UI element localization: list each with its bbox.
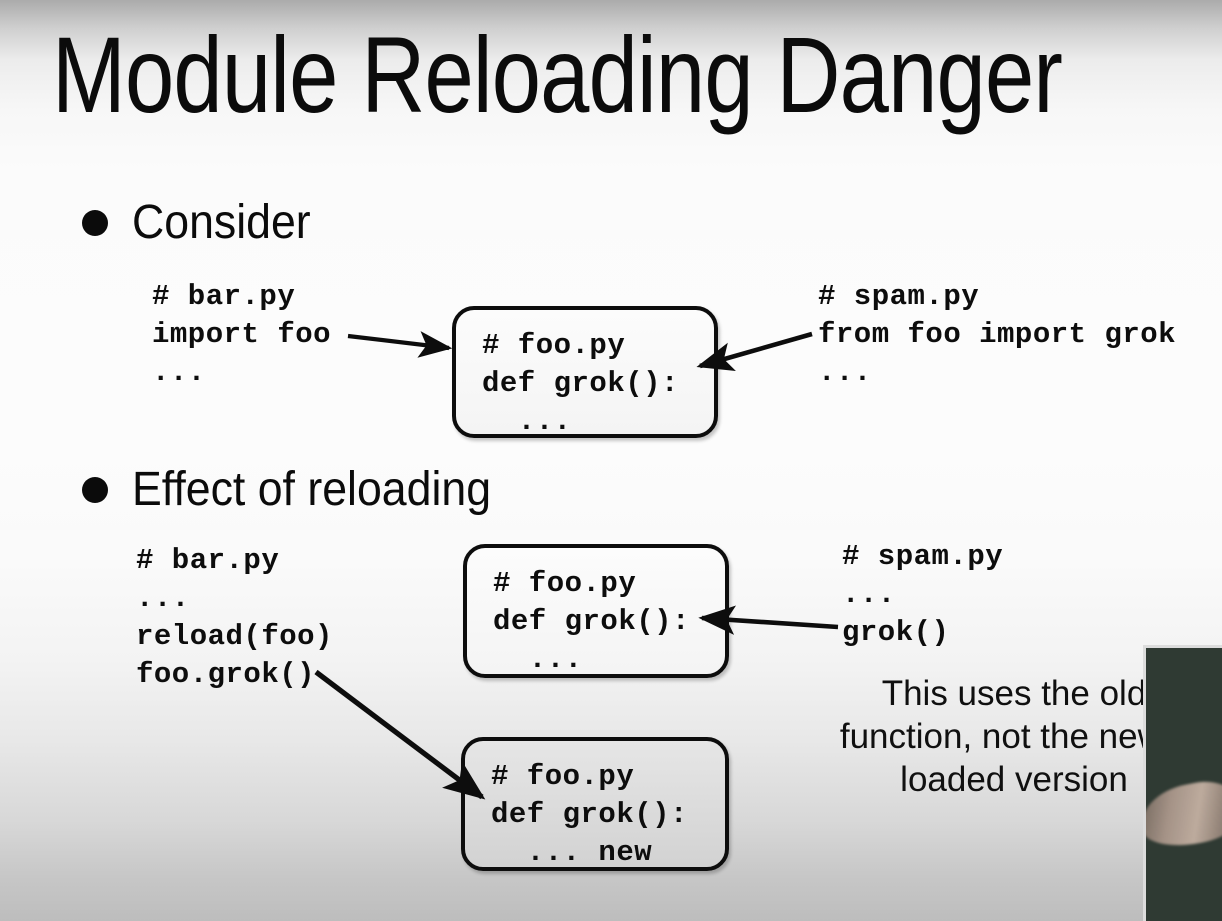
bullet-dot-icon	[82, 210, 108, 236]
bullet-item-effect-of-reloading: Effect of reloading	[82, 465, 518, 515]
presenter-hand	[1146, 774, 1222, 854]
arrow-bar-to-foo-icon	[347, 331, 453, 358]
code-bar-py-reload: # bar.py ... reload(foo) foo.grok()	[136, 544, 333, 691]
bullet-dot-icon	[82, 477, 108, 503]
presenter-video-overlay	[1143, 645, 1222, 921]
code-foo-py-old: # foo.py def grok(): ...	[493, 567, 690, 676]
code-foo-py-new: # foo.py def grok(): ... new	[491, 760, 688, 869]
page-title: Module Reloading Danger	[52, 14, 1063, 135]
code-foo-py-original: # foo.py def grok(): ...	[482, 329, 679, 438]
bullet-label-consider: Consider	[132, 196, 311, 249]
code-box-foo-py-old: # foo.py def grok(): ...	[463, 544, 729, 678]
code-spam-py-consider: # spam.py from foo import grok ...	[818, 280, 1177, 389]
bullet-label-effect-of-reloading: Effect of reloading	[132, 463, 492, 516]
code-bar-py-consider: # bar.py import foo ...	[152, 280, 332, 389]
arrow-foogrok-to-foo-new-icon	[314, 669, 486, 800]
code-box-foo-py-original: # foo.py def grok(): ...	[452, 306, 718, 438]
code-box-foo-py-new: # foo.py def grok(): ... new	[461, 737, 729, 871]
code-spam-py-reload: # spam.py ... grok()	[842, 540, 1004, 649]
bullet-item-consider: Consider	[82, 198, 324, 248]
